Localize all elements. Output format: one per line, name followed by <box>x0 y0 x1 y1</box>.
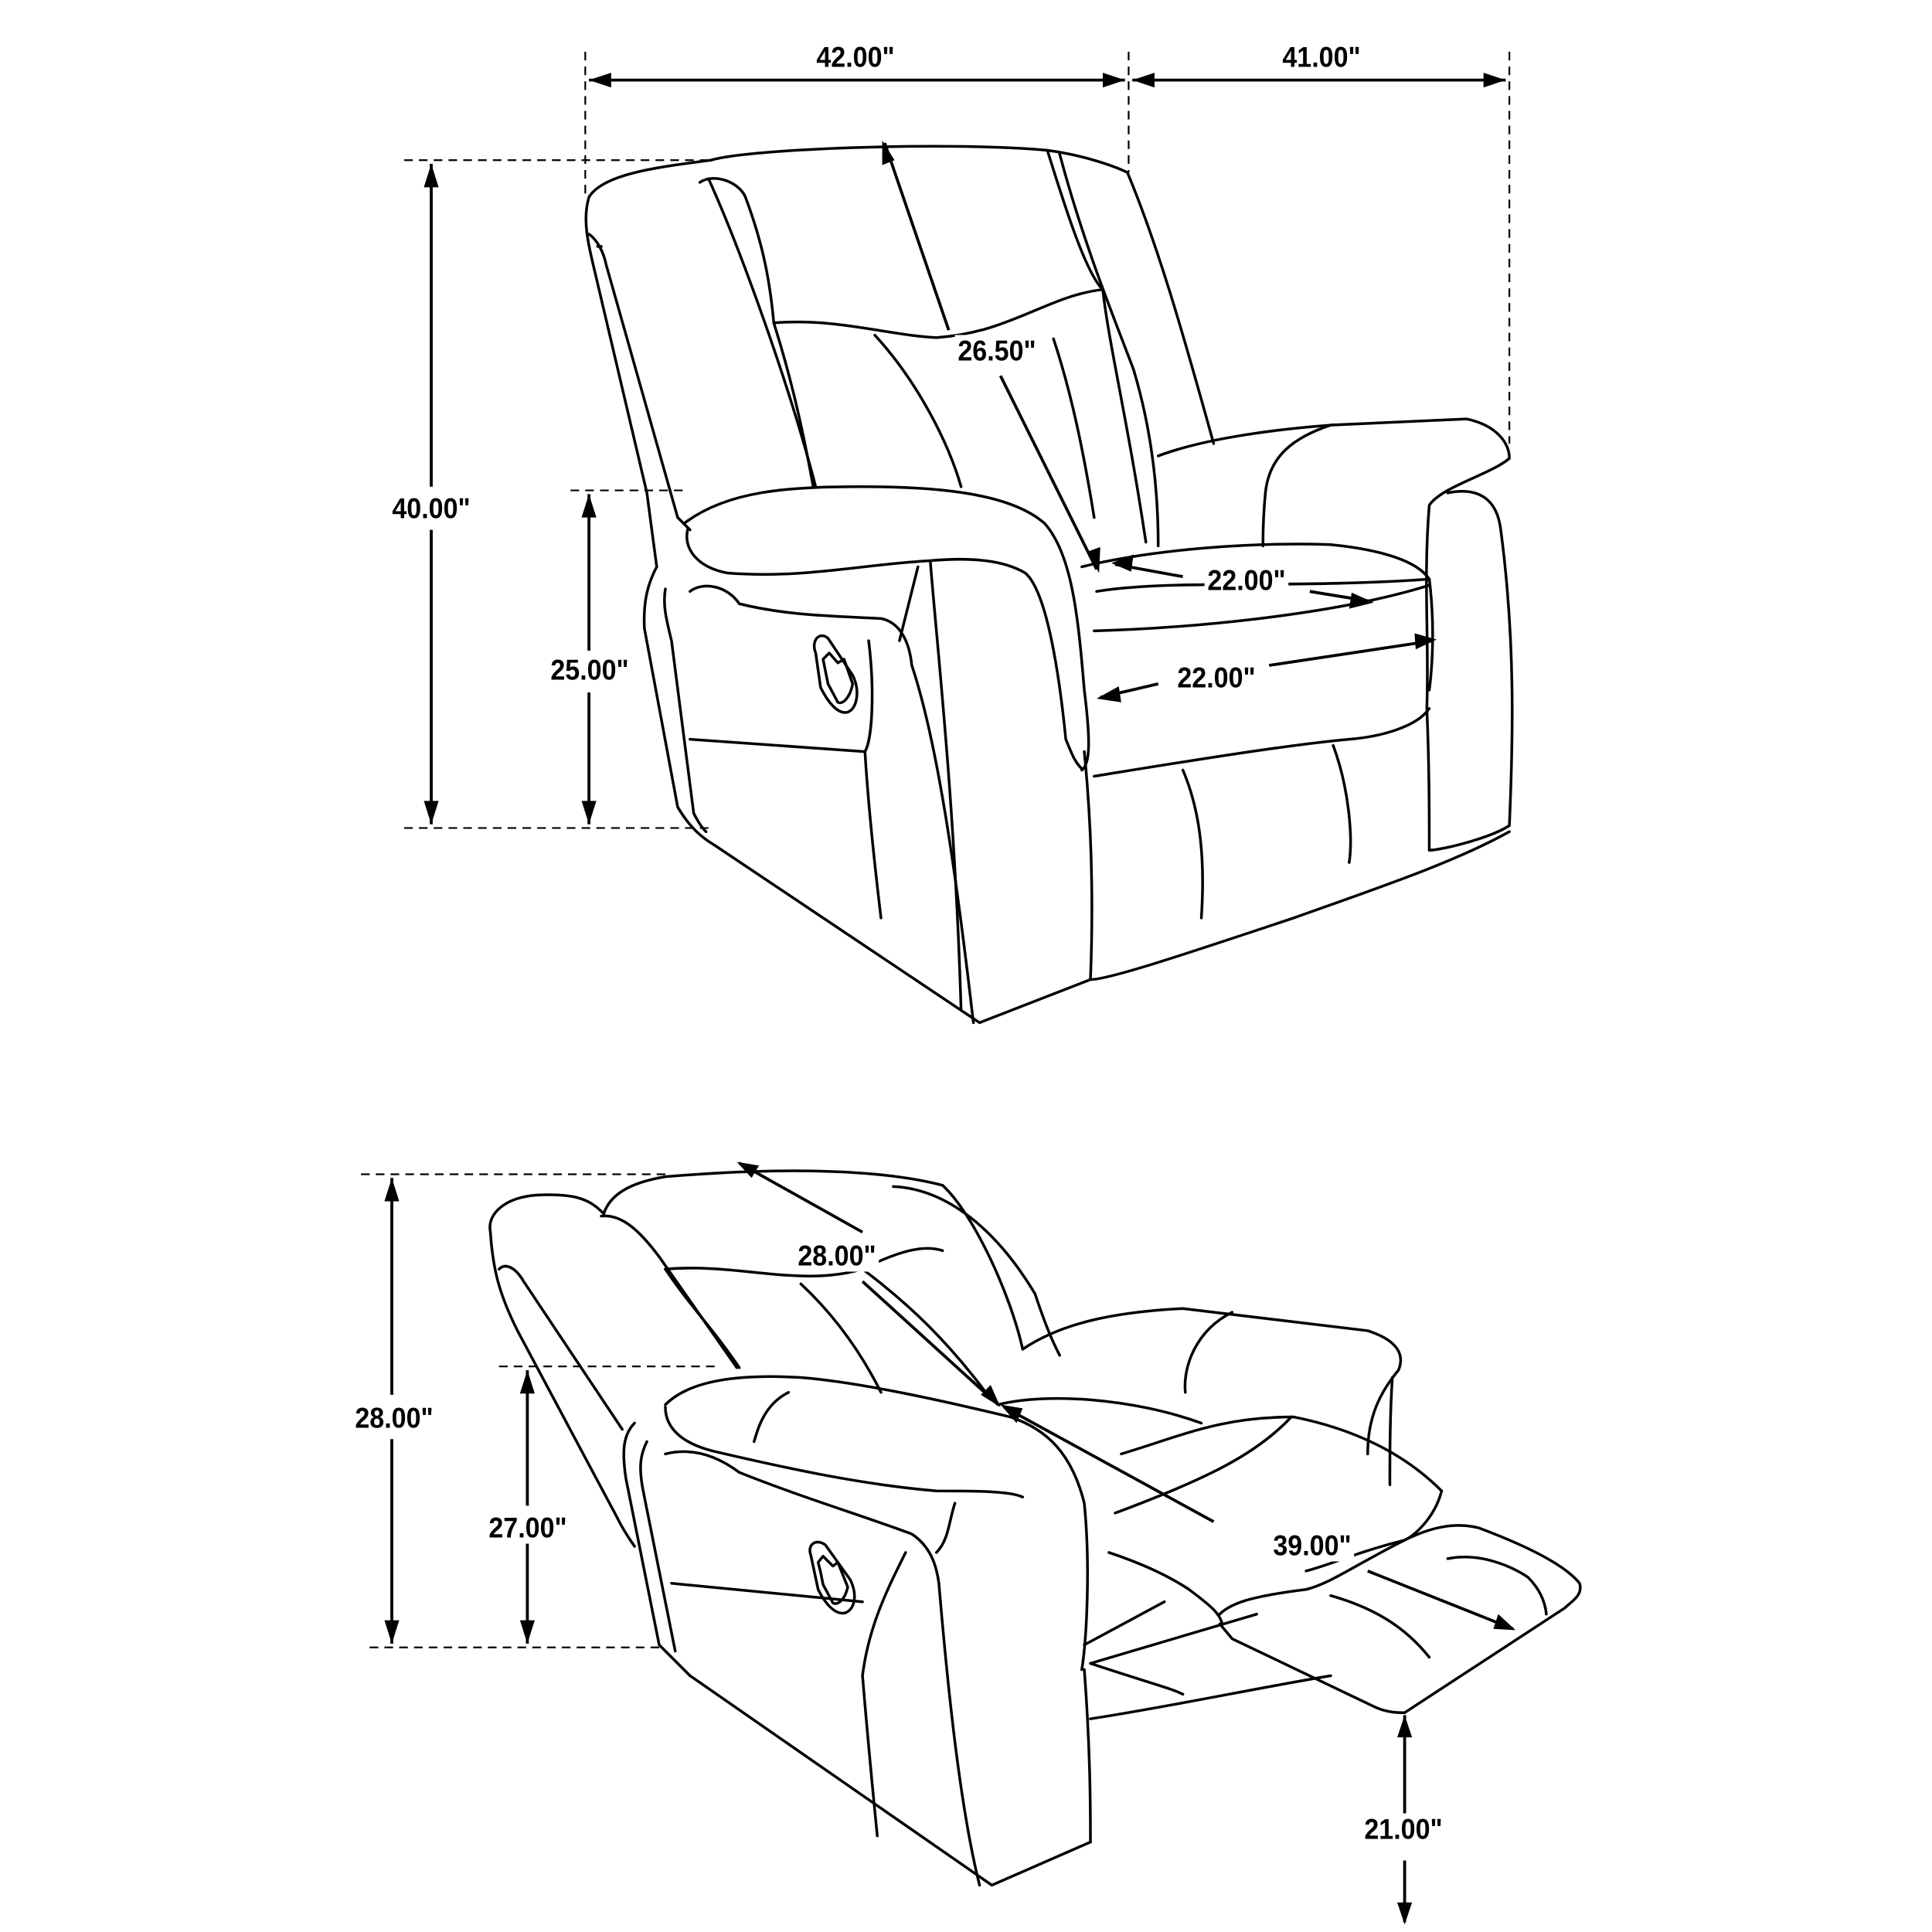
reclined-recliner-outline <box>488 1169 1582 1887</box>
recline-handle-icon <box>808 1540 856 1615</box>
dimension-label-seat-depth: 22.00" <box>1204 564 1289 597</box>
dimension-label-overall-width: 42.00" <box>813 41 898 73</box>
dimension-label-arm-height: 25.00" <box>547 654 632 686</box>
dimension-label-back-length: 28.00" <box>794 1240 879 1272</box>
upright-recliner-outline <box>584 145 1514 1025</box>
dimension-label-overall-height: 40.00" <box>389 492 474 525</box>
dimension-label-reclined-length: 39.00" <box>1270 1529 1355 1562</box>
dimension-label-reclined-height: 28.00" <box>352 1402 437 1434</box>
dimension-label-overall-depth: 41.00" <box>1279 41 1364 73</box>
dimension-label-footrest-height: 21.00" <box>1361 1813 1446 1845</box>
dimension-label-seat-width: 22.00" <box>1174 662 1259 694</box>
upright-dimension-lines <box>403 51 1511 829</box>
dimension-label-back-height: 26.50" <box>954 335 1039 367</box>
recline-handle-icon <box>812 634 859 714</box>
dimension-label-reclined-arm-height: 27.00" <box>485 1512 570 1544</box>
reclined-dimension-lines <box>361 1162 1516 1925</box>
